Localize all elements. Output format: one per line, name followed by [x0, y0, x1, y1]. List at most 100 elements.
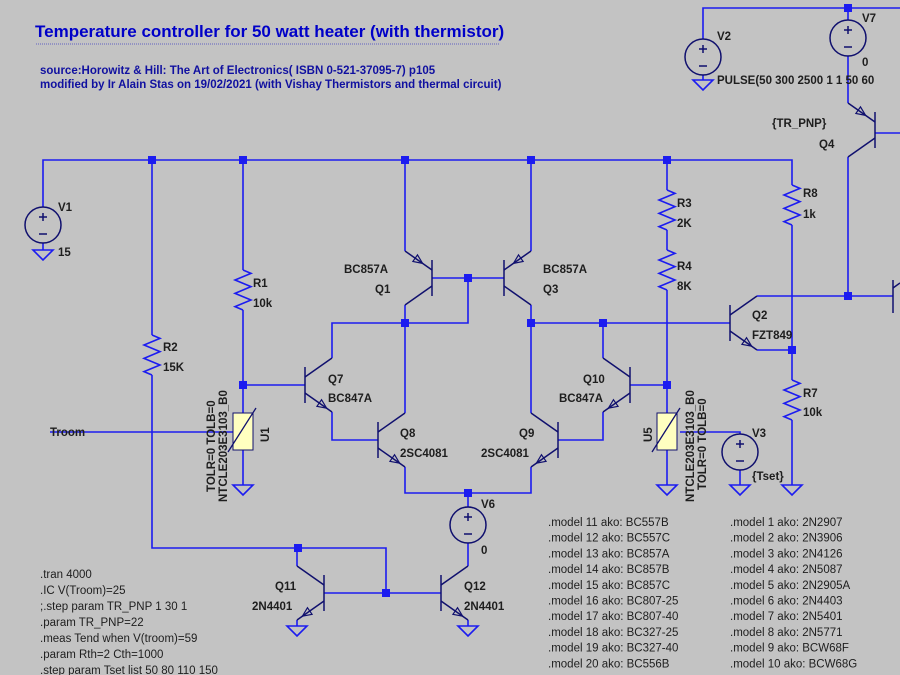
v6-value: 0	[481, 545, 487, 557]
transistor-Q2	[729, 295, 758, 351]
wire	[702, 7, 900, 39]
emitter-arrow-icon	[301, 606, 314, 618]
spice-directives: .tran 4000 .IC V(Troom)=25 ;.step param …	[40, 569, 218, 675]
ground-icon	[456, 625, 480, 638]
junction-dot	[844, 292, 852, 300]
emitter-arrow-icon	[854, 105, 867, 117]
transistor-Q8	[377, 412, 406, 468]
modified-line: modified by Ir Alain Stas on 19/02/2021 …	[40, 79, 502, 91]
voltage-source-V3	[721, 433, 759, 471]
model-line: .model 2 ako: 2N3906	[730, 533, 843, 545]
wire	[151, 375, 387, 593]
q1-name: Q1	[375, 284, 391, 296]
directive: .tran 4000	[40, 569, 92, 581]
source-line: source:Horowitz & Hill: The Art of Elect…	[40, 65, 436, 77]
q2-name: Q2	[752, 310, 767, 322]
model-line: .model 15 ako: BC857C	[548, 580, 670, 592]
polarity-icon	[844, 26, 852, 48]
q12-value: 2N4401	[464, 601, 505, 613]
r3-name: R3	[677, 198, 692, 210]
model-list-1: .model 11 ako: BC557B.model 12 ako: BC55…	[548, 517, 678, 670]
model-line: .model 10 ako: BCW68G	[730, 658, 857, 670]
emitter-arrow-icon	[512, 253, 525, 265]
junction-dot	[527, 319, 535, 327]
junction-dot	[599, 319, 607, 327]
directive: .param TR_PNP=22	[40, 617, 144, 629]
u5-params: TOLR=0 TOLB=0	[697, 398, 709, 490]
transistor-Q1	[404, 250, 433, 306]
transistor-Q11	[296, 565, 325, 621]
v6-name: V6	[481, 499, 495, 511]
model-line: .model 20 ako: BC556B	[548, 658, 670, 670]
junction-dot	[788, 346, 796, 354]
wires	[42, 7, 900, 626]
model-line: .model 8 ako: 2N5771	[730, 627, 843, 639]
model-line: .model 12 ako: BC557C	[548, 533, 670, 545]
resistor-icon	[141, 334, 163, 376]
wire	[42, 159, 793, 207]
v7-value: 0	[862, 57, 868, 69]
polarity-icon	[39, 213, 47, 235]
polarity-icon	[699, 45, 707, 67]
junction-dot	[663, 156, 671, 164]
model-line: .model 9 ako: BCW68F	[730, 643, 849, 655]
model-line: .model 14 ako: BC857B	[548, 564, 670, 576]
wire	[331, 278, 469, 358]
model-line: .model 4 ako: 2N5087	[730, 564, 843, 576]
junctions	[148, 4, 852, 597]
voltage-source-V7	[829, 19, 867, 57]
model-line: .model 3 ako: 2N4126	[730, 548, 843, 560]
polarity-icon	[464, 513, 472, 535]
q8-value: 2SC4081	[400, 448, 449, 460]
ground-icon	[728, 484, 752, 497]
u1-name: U1	[260, 427, 272, 442]
thermistor-icon	[656, 412, 678, 451]
v2-value: PULSE(50 300 2500 1 1 50 60	[717, 75, 874, 87]
junction-dot	[239, 156, 247, 164]
transistor-Q3	[503, 250, 532, 306]
r4-value: 8K	[677, 281, 692, 293]
model-line: .model 6 ako: 2N4403	[730, 596, 843, 608]
q10-value: BC847A	[559, 393, 603, 405]
resistor-R8	[781, 184, 803, 226]
resistor-icon	[781, 184, 803, 226]
transistor-Q4	[847, 102, 876, 158]
model-line: .model 7 ako: 2N5401	[730, 611, 843, 623]
model-line: .model 1 ako: 2N2907	[730, 517, 843, 529]
thermistor-U5	[651, 407, 681, 453]
directive: ;.step param TR_PNP 1 30 1	[40, 601, 187, 613]
v1-name: V1	[58, 202, 73, 214]
resistor-icon	[232, 269, 254, 311]
q11-value: 2N4401	[252, 601, 293, 613]
q3-value: BC857A	[543, 264, 587, 276]
voltage-source-icon	[684, 38, 722, 76]
polarity-icon	[736, 440, 744, 462]
model-line: .model 19 ako: BC327-40	[548, 643, 678, 655]
q1-value: BC857A	[344, 264, 388, 276]
u1-value: NTCLE203E3103_B0	[218, 390, 230, 502]
v2-name: V2	[717, 31, 731, 43]
troom-net-label: Troom	[50, 427, 85, 439]
v3-value: {Tset}	[752, 471, 784, 483]
q10-name: Q10	[583, 374, 605, 386]
thermistor-U1	[227, 407, 257, 453]
ground-icon	[780, 484, 804, 497]
r7-name: R7	[803, 388, 818, 400]
u1-params: TOLR=0 TOLB=0	[206, 400, 218, 492]
v3-name: V3	[752, 428, 766, 440]
transistor-Q9	[530, 412, 559, 468]
r2-name: R2	[163, 342, 178, 354]
resistor-icon	[781, 379, 803, 421]
emitter-arrow-icon	[451, 606, 464, 618]
v1-value: 15	[58, 247, 71, 259]
resistor-icon	[656, 189, 678, 231]
voltage-source-V6	[449, 506, 487, 544]
junction-dot	[401, 156, 409, 164]
q11-name: Q11	[275, 581, 297, 593]
directive: .param Rth=2 Cth=1000	[40, 649, 163, 661]
voltage-source-icon	[721, 433, 759, 471]
resistor-R7	[781, 379, 803, 421]
emitter-arrow-icon	[388, 453, 401, 465]
